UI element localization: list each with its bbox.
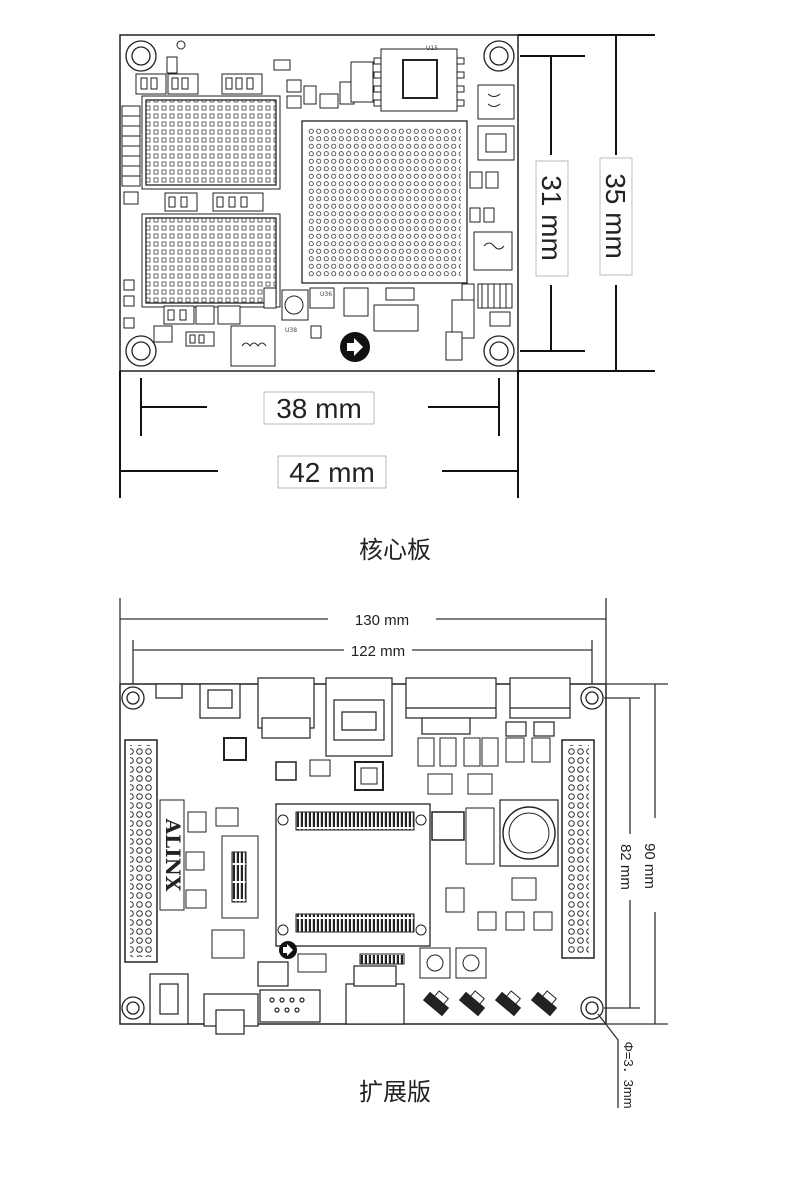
expansion-core-slot [275,803,431,947]
expansion-arrow-logo [279,941,297,959]
chip-label-u15: U15 [426,45,438,52]
expansion-ics [185,737,553,979]
exp-width-outer-label: 130 mm [355,612,409,629]
brand-text: ALINX [161,818,185,892]
core-dimension-labels: 38 mm 42 mm 31 mm 35 mm [263,157,633,489]
core-connector-bottom [141,213,281,308]
expansion-switches [422,990,558,1017]
expansion-board-caption: 扩展版 [359,1078,431,1106]
core-height-outer-label: 35 mm [600,173,631,259]
exp-height-inner-label: 82 mm [617,844,634,890]
expansion-top-connectors [155,677,571,757]
exp-height-outer-label: 90 mm [641,843,658,889]
expansion-left-header [124,739,158,963]
expansion-bottom-connectors [149,961,405,1035]
expansion-right-header [561,739,595,959]
core-fpga-bga [301,120,468,284]
expansion-mount-holes [121,686,604,1020]
core-width-inner-label: 38 mm [276,393,362,424]
chip-label-u36: U36 [320,291,332,298]
core-dimension-lines [119,34,655,498]
core-width-outer-label: 42 mm [289,457,375,488]
core-small-components [121,56,374,367]
core-connector-top [141,95,281,190]
expansion-brand: ALINX [159,799,185,911]
expansion-dimension-lines [119,598,668,1108]
core-arrow-logo [340,332,370,362]
exp-width-inner-label: 122 mm [351,643,405,660]
core-mount-holes [125,40,515,367]
hole-diameter-label: Φ=3．3mm [621,1041,636,1108]
core-board-caption: 核心板 [359,536,431,564]
chip-label-u38: U38 [285,327,297,334]
expansion-battery [499,799,559,867]
core-right-components [263,48,515,361]
core-height-inner-label: 31 mm [536,175,567,261]
core-chip-labels: U15 U36 U38 [285,45,438,334]
expansion-dimension-labels: 130 mm 122 mm 90 mm 82 mm Φ=3．3mm [351,612,658,1109]
